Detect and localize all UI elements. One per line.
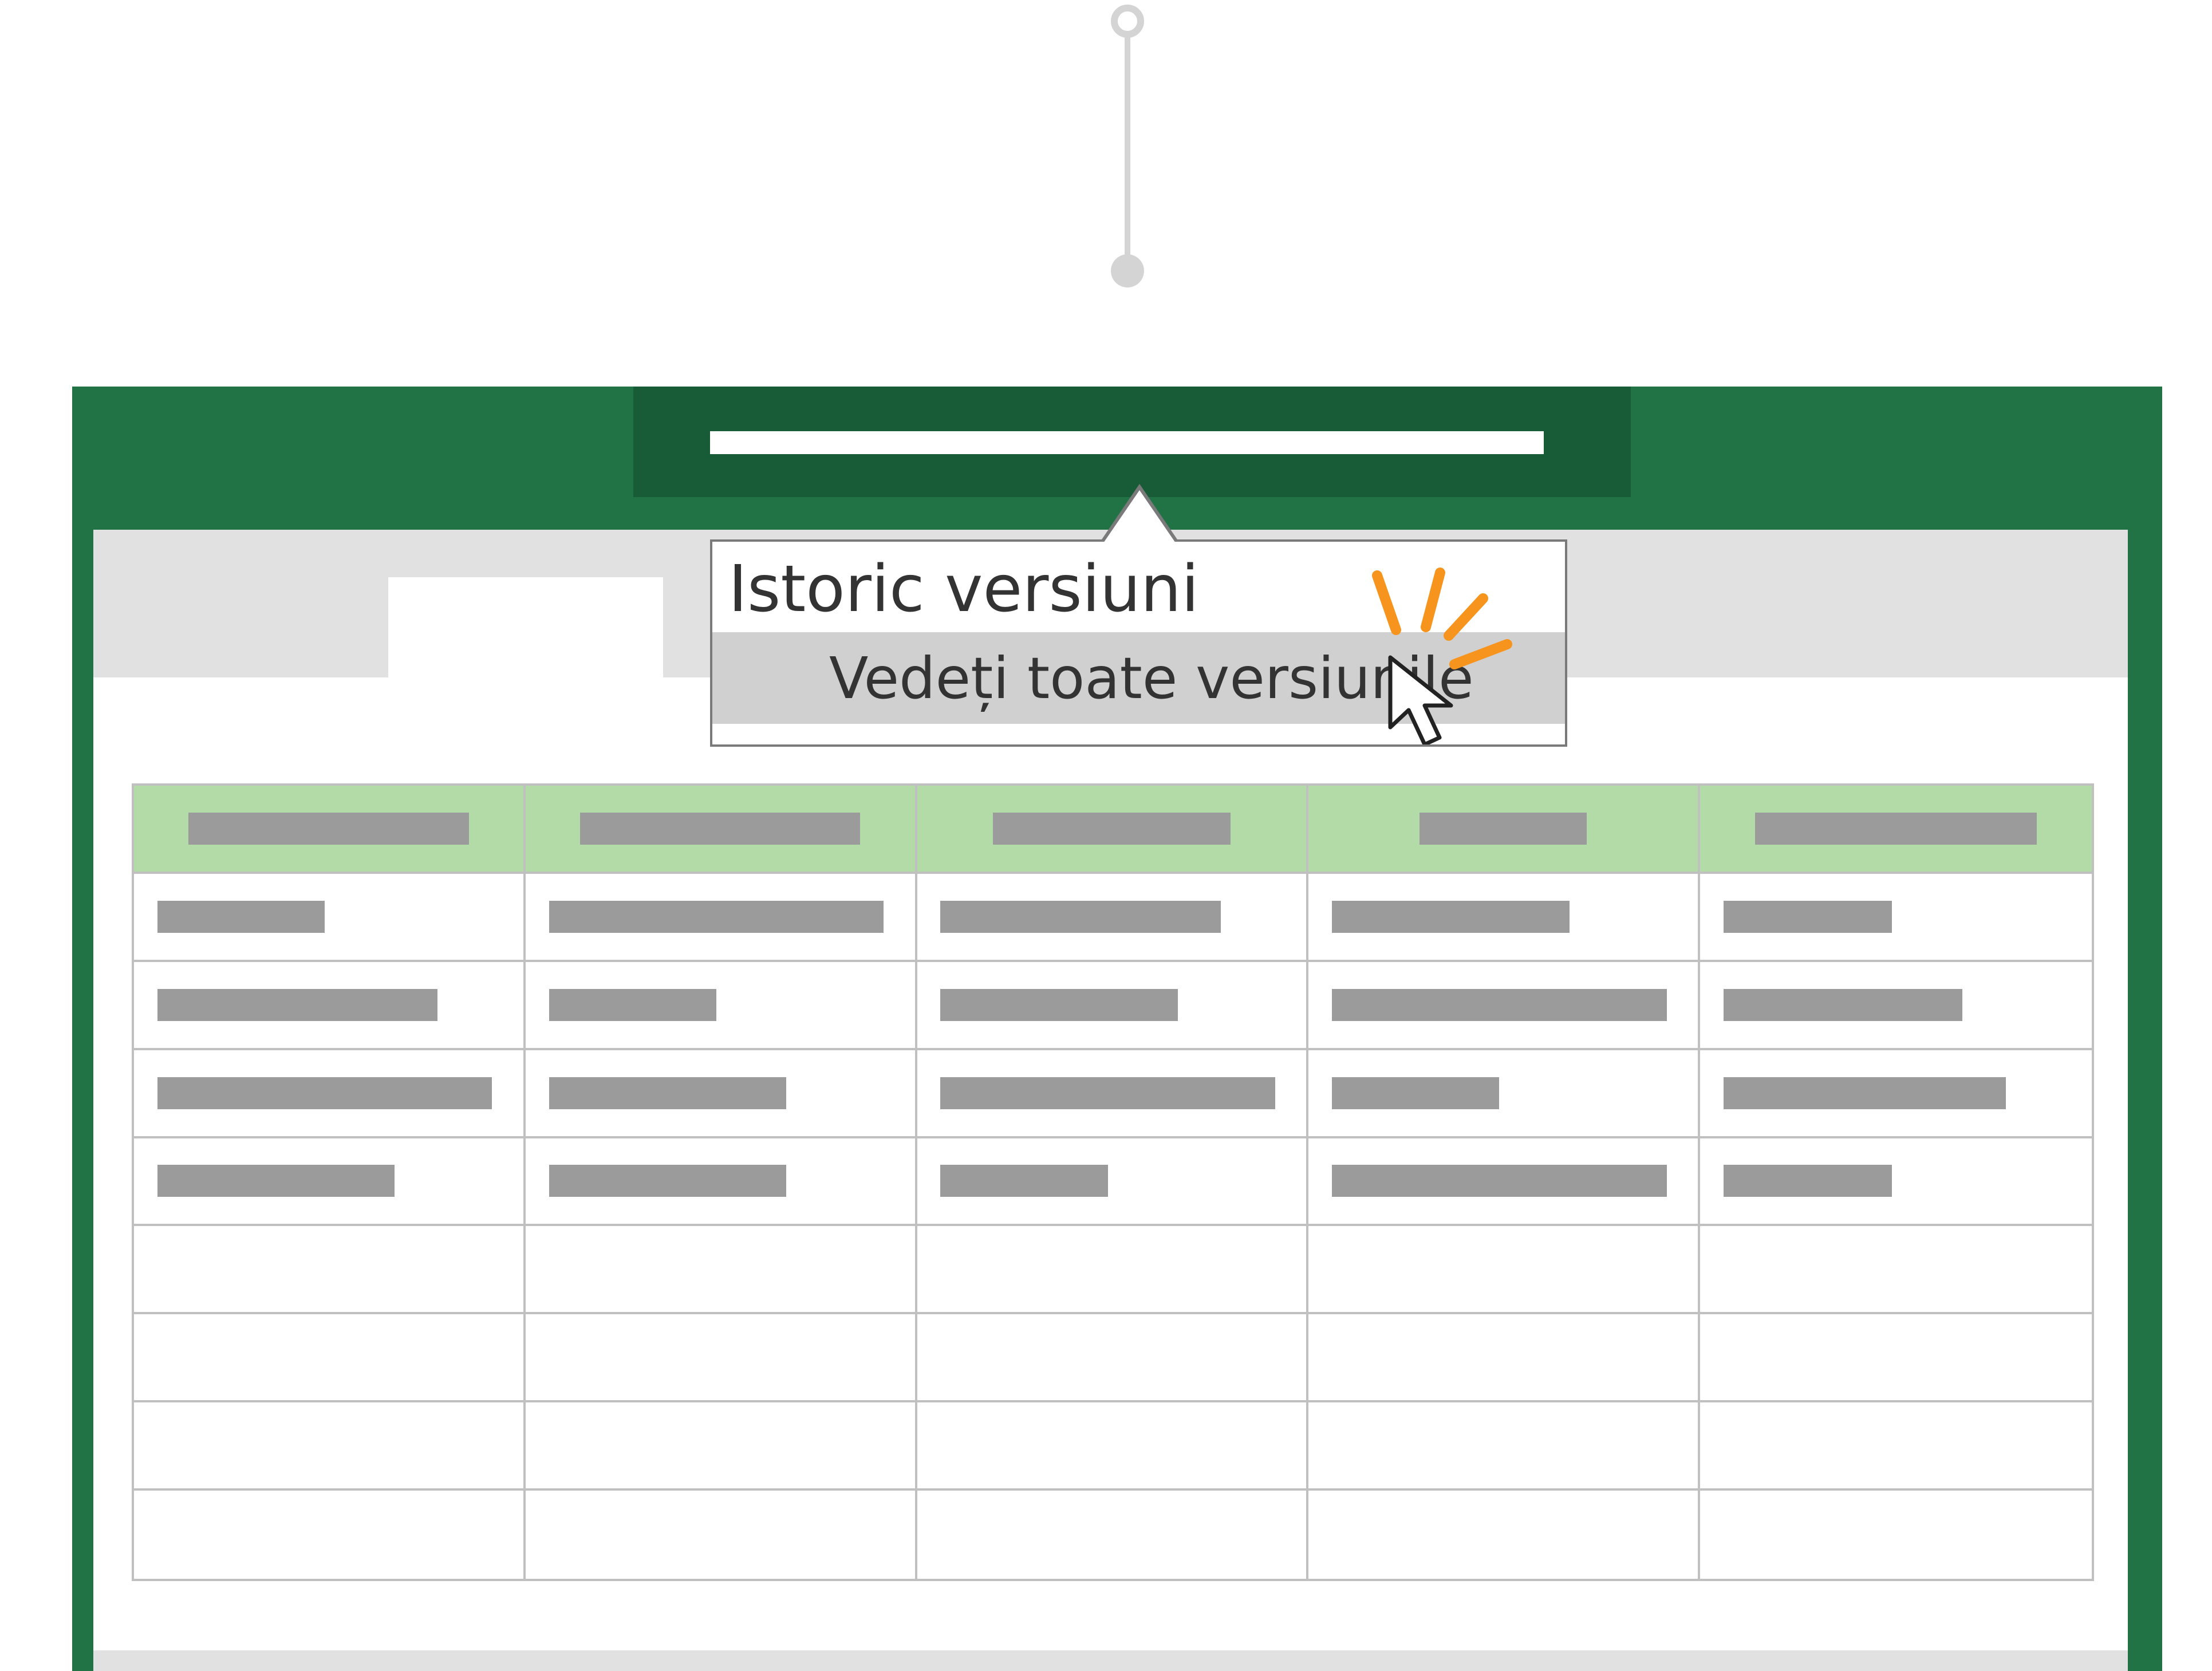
popup-pointer-fill bbox=[1103, 490, 1176, 543]
grid-cell[interactable] bbox=[1700, 874, 2092, 962]
cell-text-placeholder bbox=[1332, 900, 1570, 933]
grid-cell[interactable] bbox=[917, 1491, 1309, 1579]
header-text-placeholder bbox=[579, 812, 861, 845]
header-text-placeholder bbox=[188, 812, 469, 845]
grid-cell[interactable] bbox=[525, 1314, 917, 1403]
grid-cell[interactable] bbox=[917, 873, 1309, 962]
grid-cell[interactable] bbox=[917, 1314, 1309, 1403]
click-sparks-icon bbox=[1372, 567, 1512, 669]
cell-text-placeholder bbox=[1724, 988, 1963, 1021]
grid-cell[interactable] bbox=[1700, 1402, 2092, 1491]
grid-cell[interactable] bbox=[525, 873, 917, 962]
grid-cell[interactable] bbox=[134, 873, 526, 962]
cell-text-placeholder bbox=[157, 1165, 395, 1197]
cell-text-placeholder bbox=[1724, 1077, 2006, 1109]
grid-cell[interactable] bbox=[917, 1402, 1309, 1491]
grid-cell[interactable] bbox=[1308, 1491, 1701, 1579]
cell-text-placeholder bbox=[940, 1165, 1108, 1197]
grid-cell[interactable] bbox=[134, 1226, 526, 1315]
grid-cell[interactable] bbox=[1700, 1050, 2092, 1138]
cell-text-placeholder bbox=[940, 988, 1178, 1021]
header-text-placeholder bbox=[993, 812, 1231, 845]
cell-text-placeholder bbox=[1332, 988, 1667, 1021]
grid-cell[interactable] bbox=[525, 1050, 917, 1138]
column-header-cell[interactable] bbox=[1700, 786, 2092, 874]
cell-text-placeholder bbox=[940, 900, 1221, 933]
cell-text-placeholder bbox=[549, 900, 884, 933]
column-header-cell[interactable] bbox=[525, 786, 917, 874]
cell-text-placeholder bbox=[1724, 900, 1892, 933]
grid-cell[interactable] bbox=[917, 1050, 1309, 1138]
cell-text-placeholder bbox=[549, 988, 716, 1021]
column-header-cell[interactable] bbox=[1308, 786, 1701, 874]
cell-text-placeholder bbox=[1724, 1165, 1892, 1197]
header-text-placeholder bbox=[1420, 812, 1587, 845]
grid-cell[interactable] bbox=[917, 1138, 1309, 1227]
cell-text-placeholder bbox=[157, 988, 438, 1021]
column-header-cell[interactable] bbox=[134, 786, 526, 874]
cell-text-placeholder bbox=[157, 900, 325, 933]
grid-cell[interactable] bbox=[917, 961, 1309, 1050]
grid-cell[interactable] bbox=[525, 1226, 917, 1315]
pin-icon bbox=[1111, 5, 1144, 38]
grid-cell[interactable] bbox=[526, 1491, 917, 1579]
grid-cell[interactable] bbox=[1700, 1138, 2092, 1227]
cell-text-placeholder bbox=[1332, 1165, 1667, 1197]
ribbon-tab-active[interactable] bbox=[388, 577, 663, 677]
connector-dot bbox=[1111, 254, 1144, 287]
grid-cell[interactable] bbox=[525, 1402, 917, 1491]
grid-cell[interactable] bbox=[525, 961, 917, 1050]
grid-cell[interactable] bbox=[1308, 1050, 1701, 1138]
grid-cell[interactable] bbox=[134, 1491, 526, 1579]
cell-text-placeholder bbox=[549, 1165, 787, 1197]
grid-cell[interactable] bbox=[134, 961, 526, 1050]
grid-cell[interactable] bbox=[1308, 961, 1701, 1050]
popup-title: Istoric versiuni bbox=[728, 552, 1199, 626]
grid-cell[interactable] bbox=[1700, 1226, 2092, 1315]
mouse-cursor-icon bbox=[1388, 655, 1453, 744]
grid-cell[interactable] bbox=[1308, 1402, 1701, 1491]
grid-cell[interactable] bbox=[134, 1314, 526, 1403]
grid-cell[interactable] bbox=[525, 1138, 917, 1227]
cell-text-placeholder bbox=[549, 1077, 787, 1109]
grid-cell[interactable] bbox=[134, 1050, 526, 1138]
status-strip bbox=[93, 1650, 2128, 1671]
grid-cell[interactable] bbox=[134, 1402, 526, 1491]
column-header-cell[interactable] bbox=[917, 786, 1309, 874]
document-title-placeholder[interactable] bbox=[710, 431, 1544, 454]
grid-cell[interactable] bbox=[1700, 1314, 2092, 1403]
grid-cell[interactable] bbox=[917, 1226, 1309, 1315]
view-all-versions-label[interactable]: Vedeți toate versiunile bbox=[829, 645, 1474, 712]
cell-text-placeholder bbox=[940, 1077, 1275, 1109]
cell-text-placeholder bbox=[157, 1077, 492, 1109]
grid-cell[interactable] bbox=[1700, 1491, 2092, 1579]
grid-cell[interactable] bbox=[1308, 1314, 1701, 1403]
header-text-placeholder bbox=[1754, 812, 2037, 845]
grid-cell[interactable] bbox=[134, 1138, 526, 1227]
grid-cell[interactable] bbox=[1308, 1226, 1701, 1315]
connector-line bbox=[1125, 30, 1130, 265]
spreadsheet-grid bbox=[132, 783, 2094, 1581]
grid-cell[interactable] bbox=[1700, 962, 2092, 1050]
grid-cell[interactable] bbox=[1308, 1138, 1701, 1227]
cell-text-placeholder bbox=[1332, 1077, 1500, 1109]
grid-cell[interactable] bbox=[1308, 873, 1701, 962]
